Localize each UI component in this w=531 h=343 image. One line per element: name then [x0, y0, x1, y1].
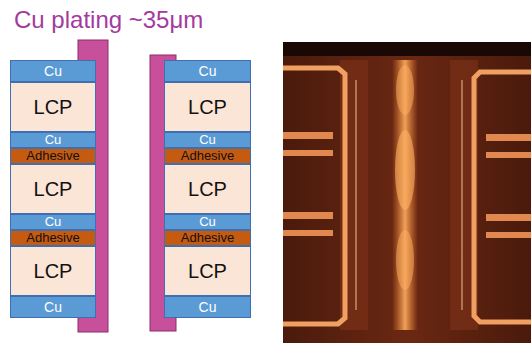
layer-label: LCP — [34, 259, 73, 283]
layer-label: LCP — [34, 95, 73, 119]
copper-layer: Cu — [10, 60, 96, 82]
layer-label: Cu — [199, 62, 217, 80]
copper-layer: Cu — [164, 296, 251, 318]
layer-label: Cu — [199, 298, 217, 316]
lcp-layer: LCP — [164, 246, 251, 296]
copper-layer: Cu — [10, 132, 96, 148]
layer-label: LCP — [188, 177, 227, 201]
adhesive-layer: Adhesive — [10, 148, 96, 164]
lcp-layer: LCP — [10, 82, 96, 132]
layer-label: Cu — [45, 133, 62, 147]
adhesive-layer: Adhesive — [164, 148, 251, 164]
layer-label: Cu — [44, 298, 62, 316]
layer-label: Cu — [199, 215, 216, 229]
layer-label: Cu — [45, 215, 62, 229]
layer-label: LCP — [188, 259, 227, 283]
lcp-layer: LCP — [10, 164, 96, 214]
copper-layer: Cu — [10, 214, 96, 230]
lcp-layer: LCP — [164, 164, 251, 214]
layer-label: Adhesive — [26, 149, 79, 163]
layer-label: Cu — [199, 133, 216, 147]
copper-layer: Cu — [164, 132, 251, 148]
layer-label: Adhesive — [181, 231, 234, 245]
layer-label: LCP — [188, 95, 227, 119]
copper-layer: Cu — [164, 214, 251, 230]
lcp-layer: LCP — [10, 246, 96, 296]
layer-label: Adhesive — [181, 149, 234, 163]
layer-label: LCP — [34, 177, 73, 201]
adhesive-layer: Adhesive — [10, 230, 96, 246]
adhesive-layer: Adhesive — [164, 230, 251, 246]
copper-layer: Cu — [10, 296, 96, 318]
lcp-layer: LCP — [164, 82, 251, 132]
copper-layer: Cu — [164, 60, 251, 82]
layer-label: Cu — [44, 62, 62, 80]
title: Cu plating ~35μm — [14, 6, 203, 34]
layer-label: Adhesive — [26, 231, 79, 245]
cross-section-photo — [283, 42, 531, 343]
